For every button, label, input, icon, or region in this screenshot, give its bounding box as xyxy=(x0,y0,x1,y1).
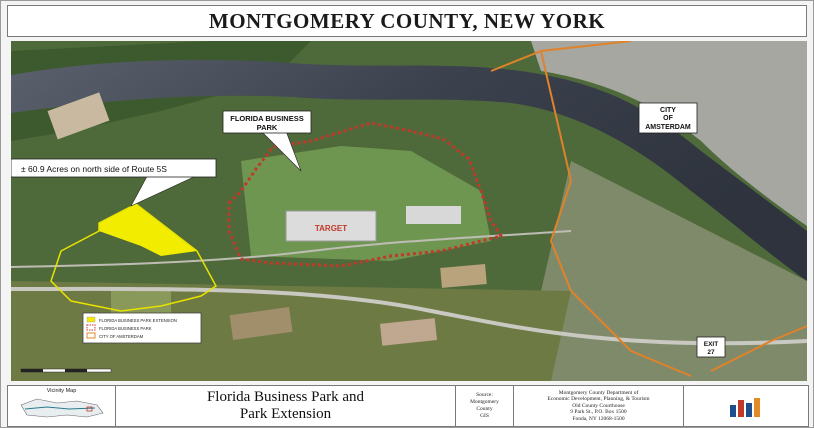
vicinity-map-panel: Vicinity Map xyxy=(8,386,116,426)
florida-business-park-boundary xyxy=(227,121,504,268)
dept-line1: Montgomery County Department of xyxy=(558,389,639,396)
vicinity-map-image xyxy=(20,398,104,418)
route-5s-road xyxy=(11,286,807,346)
target-label: TARGET xyxy=(315,224,347,233)
acres-note-label: ± 60.9 Acres on north side of Route 5S xyxy=(21,164,167,174)
title-block: Vicinity Map Florida Business Park and P… xyxy=(7,385,809,427)
park-extension-boundary xyxy=(50,203,217,312)
logo-panel xyxy=(684,386,808,426)
legend-swatch-business-park xyxy=(86,324,96,331)
legend-label-business-park: FLORIDA BUSINESS PARK xyxy=(99,326,152,331)
vicinity-map-label: Vicinity Map xyxy=(46,388,77,394)
dept-line5: Fonda, NY 12068-1500 xyxy=(572,415,625,422)
source-line1: Source: xyxy=(476,392,493,398)
department-panel: Montgomery County Department of Economic… xyxy=(514,386,684,426)
park-extension-area xyxy=(99,204,197,256)
legend-label-park-extension: FLORIDA BUSINESS PARK EXTENSION xyxy=(99,318,177,323)
scale-bar xyxy=(20,368,112,373)
city-urban-area-south xyxy=(541,161,807,381)
source-line3: County xyxy=(476,406,493,412)
aerial-map: TARGET FLORIDA BUSINESS PARK ± 60.9 Acre… xyxy=(11,41,807,381)
store-building xyxy=(406,206,461,224)
city-callout: CITY OF AMSTERDAM xyxy=(638,102,698,134)
county-logo-icon xyxy=(730,398,760,417)
source-panel: Source: Montgomery County GIS xyxy=(456,386,514,426)
legend-swatch-park-extension xyxy=(86,316,96,323)
city-label-line3: AMSTERDAM xyxy=(645,124,691,131)
acres-callout: ± 60.9 Acres on north side of Route 5S xyxy=(11,158,217,207)
map-title-line2: Park Extension xyxy=(239,406,332,422)
city-urban-area xyxy=(531,41,807,226)
exit-label-line2: 27 xyxy=(707,349,715,356)
city-label-line1: CITY xyxy=(660,107,676,114)
field-patch xyxy=(379,318,437,346)
field-patch xyxy=(229,306,293,341)
mohawk-river xyxy=(11,59,807,281)
title-bar: MONTGOMERY COUNTY, NEW YORK xyxy=(7,5,807,37)
dept-line3: Old County Courthouse xyxy=(572,402,625,409)
exit-callout: EXIT 27 xyxy=(696,336,726,358)
exit-label-line1: EXIT xyxy=(704,341,718,348)
field-patch xyxy=(47,92,110,140)
map-legend: FLORIDA BUSINESS PARK EXTENSION FLORIDA … xyxy=(82,312,202,344)
legend-swatch-city xyxy=(86,332,96,339)
dept-line4: 9 Park St., P.O. Box 1500 xyxy=(570,409,627,416)
dept-line2: Economic Development, Planning, & Touris… xyxy=(547,396,650,403)
map-title-panel: Florida Business Park and Park Extension xyxy=(116,386,456,426)
city-of-amsterdam-boundary xyxy=(490,41,807,377)
source-line4: GIS xyxy=(480,413,489,419)
map-title-line1: Florida Business Park and xyxy=(206,389,365,405)
page-title: MONTGOMERY COUNTY, NEW YORK xyxy=(208,8,606,33)
source-line2: Montgomery xyxy=(470,399,499,405)
florida-business-park-label-line2: PARK xyxy=(257,123,278,132)
florida-business-park-label-line1: FLORIDA BUSINESS xyxy=(230,114,303,123)
target-store-building xyxy=(285,210,377,242)
field-patch xyxy=(440,264,487,288)
local-road xyxy=(11,230,572,268)
city-label-line2: OF xyxy=(663,115,673,122)
florida-business-park-callout: FLORIDA BUSINESS PARK xyxy=(222,110,312,172)
legend-label-city: CITY OF AMSTERDAM xyxy=(99,334,144,339)
